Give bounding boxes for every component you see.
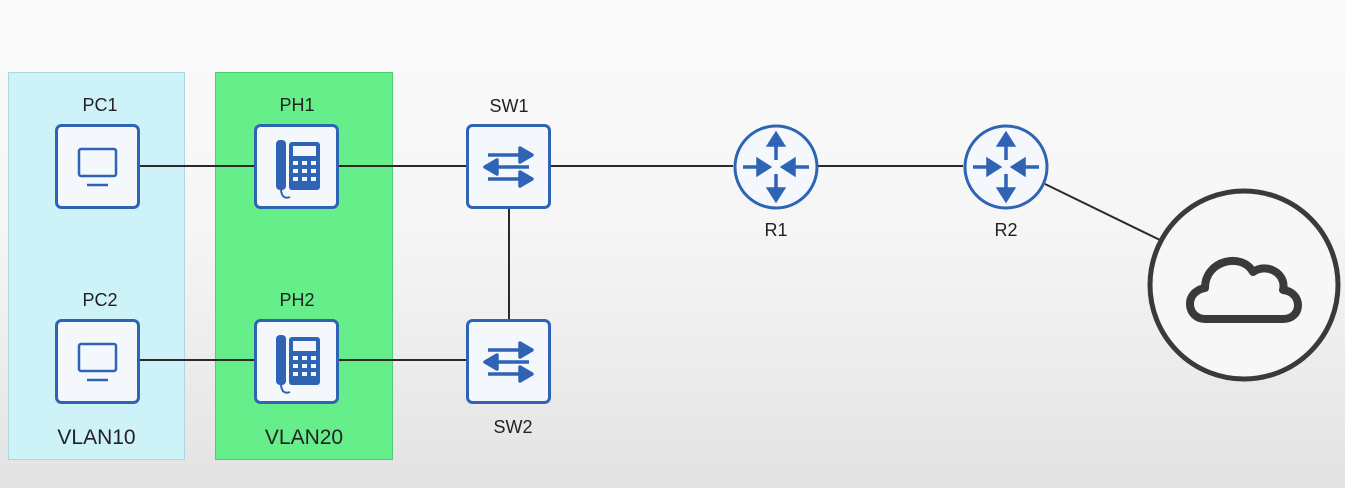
r2-node[interactable] [963, 124, 1049, 210]
router-icon [733, 124, 819, 210]
pc1-label: PC1 [82, 95, 118, 115]
switch-icon [466, 124, 551, 209]
sw2-node[interactable] [466, 319, 551, 404]
sw1-label: SW1 [489, 96, 529, 116]
ip-phone-icon [254, 319, 339, 404]
r1-label: R1 [764, 220, 788, 240]
link-r2-internet [1044, 183, 1161, 241]
ip-phone-icon [254, 124, 339, 209]
r2-label: R2 [994, 220, 1018, 240]
switch-icon [466, 319, 551, 404]
pc-icon [55, 319, 140, 404]
ph2-node[interactable] [254, 319, 339, 404]
sw1-node[interactable] [466, 124, 551, 209]
internet-node[interactable] [1147, 188, 1341, 382]
ph1-label: PH1 [279, 95, 315, 115]
pc1-node[interactable] [55, 124, 140, 209]
router-icon [963, 124, 1049, 210]
ph2-label: PH2 [279, 290, 315, 310]
pc2-node[interactable] [55, 319, 140, 404]
cloud-icon [1147, 188, 1341, 382]
pc-icon [55, 124, 140, 209]
vlan10-label: VLAN10 [57, 426, 136, 449]
r1-node[interactable] [733, 124, 819, 210]
sw2-label: SW2 [493, 417, 533, 437]
pc2-label: PC2 [82, 290, 118, 310]
vlan20-label: VLAN20 [264, 426, 344, 449]
ph1-node[interactable] [254, 124, 339, 209]
